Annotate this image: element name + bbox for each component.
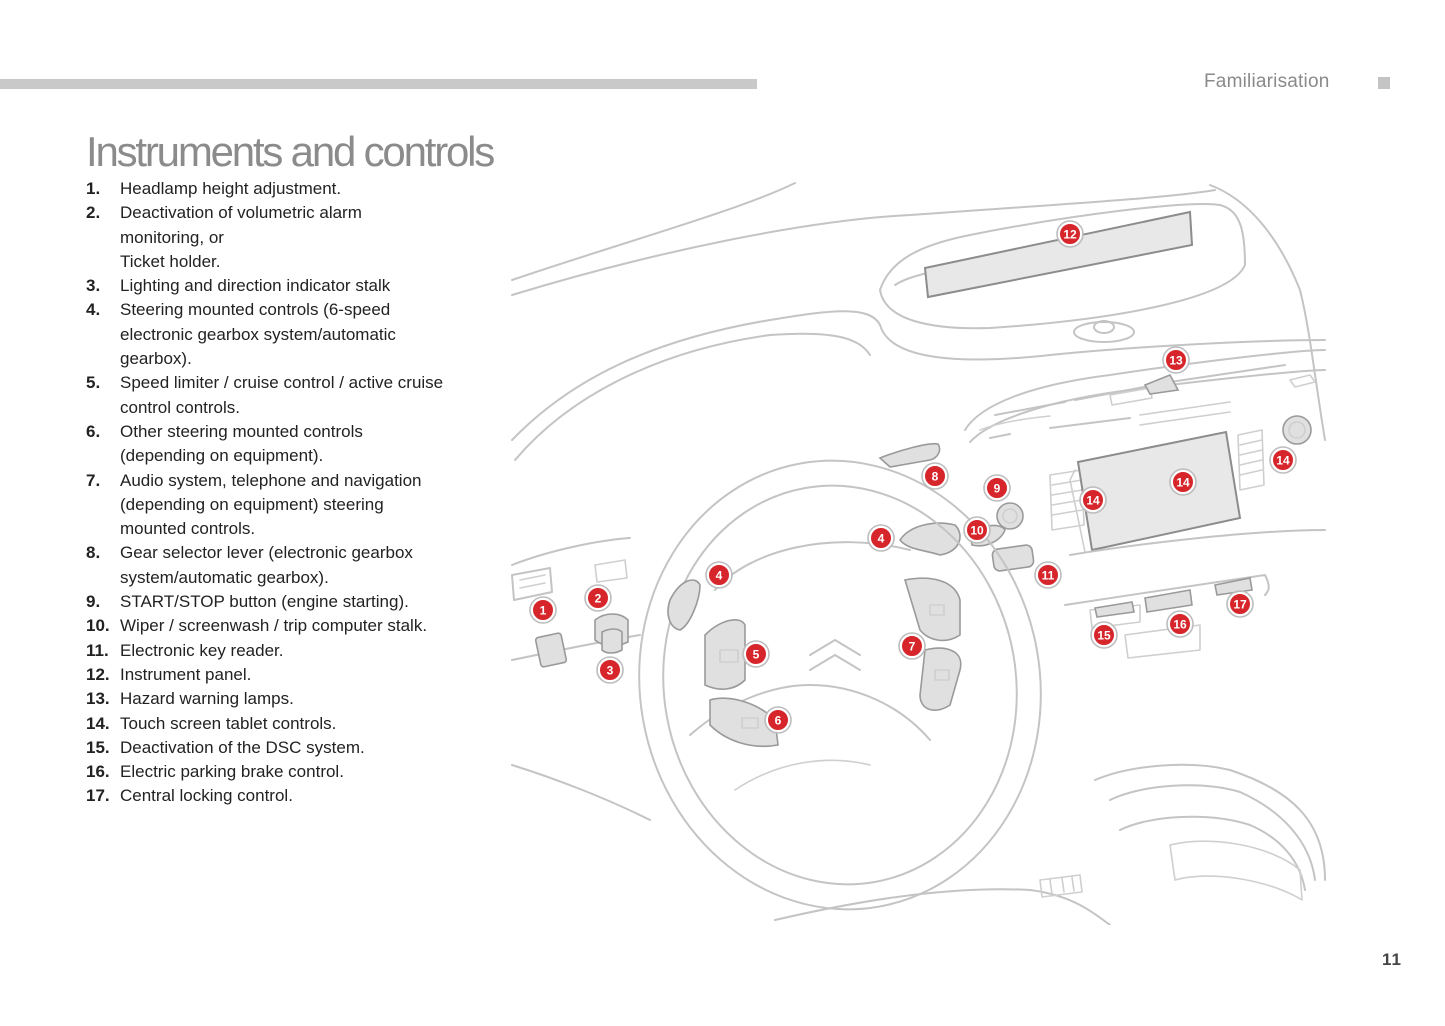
header-bar bbox=[0, 79, 757, 89]
callout-2: 2 bbox=[584, 584, 612, 612]
legend-item: 1.Headlamp height adjustment. bbox=[86, 179, 342, 198]
callout-label: 4 bbox=[878, 532, 885, 546]
legend-item: 12.Instrument panel. bbox=[86, 664, 252, 684]
legend-item: 13.Hazard warning lamps. bbox=[86, 689, 294, 709]
callout-4: 4 bbox=[867, 524, 895, 552]
legend-item: 6.Other steering mounted controls (depen… bbox=[86, 421, 363, 466]
callout-label: 14 bbox=[1086, 494, 1100, 508]
page-number: 11 bbox=[1382, 950, 1402, 969]
callout-label: 17 bbox=[1233, 598, 1247, 612]
callout-5: 5 bbox=[742, 640, 770, 668]
callout-label: 9 bbox=[994, 482, 1001, 496]
hazard-switch bbox=[1143, 373, 1180, 395]
legend-item: 17.Central locking control. bbox=[86, 786, 293, 806]
controls-legend: 1.Headlamp height adjustment. 2.Deactiva… bbox=[86, 177, 486, 809]
callout-7: 7 bbox=[898, 632, 926, 660]
callout-label: 5 bbox=[753, 648, 760, 662]
section-marker bbox=[1378, 77, 1390, 89]
legend-item: 11.Electronic key reader. bbox=[86, 640, 284, 660]
callout-label: 6 bbox=[775, 714, 782, 728]
callout-label: 7 bbox=[909, 640, 916, 654]
callout-label: 2 bbox=[595, 592, 602, 606]
callout-16: 16 bbox=[1166, 610, 1194, 638]
callout-4: 4 bbox=[705, 561, 733, 589]
page-title: Instruments and controls bbox=[86, 128, 495, 175]
callout-label: 3 bbox=[607, 664, 614, 678]
callout-1: 1 bbox=[529, 596, 557, 624]
callout-14: 14 bbox=[1269, 446, 1297, 474]
callout-label: 14 bbox=[1276, 454, 1290, 468]
callout-3: 3 bbox=[596, 656, 624, 684]
legend-item: 4.Steering mounted controls (6-speed ele… bbox=[86, 300, 396, 369]
callout-label: 4 bbox=[716, 569, 723, 583]
legend-item: 9.START/STOP button (engine starting). bbox=[86, 592, 409, 612]
callout-label: 8 bbox=[932, 470, 939, 484]
callout-label: 1 bbox=[540, 604, 547, 618]
legend-item: 8.Gear selector lever (electronic gearbo… bbox=[86, 543, 413, 587]
legend-item: 3.Lighting and direction indicator stalk bbox=[86, 276, 391, 296]
callout-14: 14 bbox=[1079, 486, 1107, 514]
touch-screen-tablet bbox=[1076, 430, 1242, 552]
callout-label: 16 bbox=[1173, 618, 1187, 632]
callout-label: 15 bbox=[1097, 629, 1111, 643]
callout-17: 17 bbox=[1226, 590, 1254, 618]
callout-14: 14 bbox=[1169, 468, 1197, 496]
instrument-panel bbox=[923, 210, 1194, 299]
callout-12: 12 bbox=[1056, 220, 1084, 248]
callout-11: 11 bbox=[1034, 561, 1062, 589]
callout-label: 13 bbox=[1169, 354, 1183, 368]
section-label: Familiarisation bbox=[1204, 71, 1330, 92]
callout-label: 11 bbox=[1042, 569, 1055, 583]
key-reader bbox=[991, 544, 1035, 572]
dsc-switch bbox=[1094, 601, 1135, 618]
callout-13: 13 bbox=[1162, 346, 1190, 374]
callout-9: 9 bbox=[983, 474, 1011, 502]
headlamp-adjust bbox=[534, 632, 568, 668]
callout-label: 14 bbox=[1176, 476, 1190, 490]
callout-6: 6 bbox=[764, 706, 792, 734]
legend-item: 5.Speed limiter / cruise control / activ… bbox=[86, 373, 444, 417]
legend-item: 16.Electric parking brake control. bbox=[86, 762, 344, 782]
callout-label: 10 bbox=[970, 524, 984, 538]
legend-item: 14.Touch screen tablet controls. bbox=[86, 713, 337, 733]
legend-item: 7.Audio system, telephone and navigation… bbox=[86, 470, 422, 539]
legend-item: 10.Wiper / screenwash / trip computer st… bbox=[86, 616, 428, 636]
callout-15: 15 bbox=[1090, 621, 1118, 649]
callout-8: 8 bbox=[921, 462, 949, 490]
parking-brake-switch bbox=[1144, 589, 1193, 613]
legend-item: 15.Deactivation of the DSC system. bbox=[86, 737, 365, 757]
callout-label: 12 bbox=[1063, 228, 1077, 242]
legend-item: 2.Deactivation of volumetric alarm monit… bbox=[86, 203, 362, 271]
callout-10: 10 bbox=[963, 516, 991, 544]
